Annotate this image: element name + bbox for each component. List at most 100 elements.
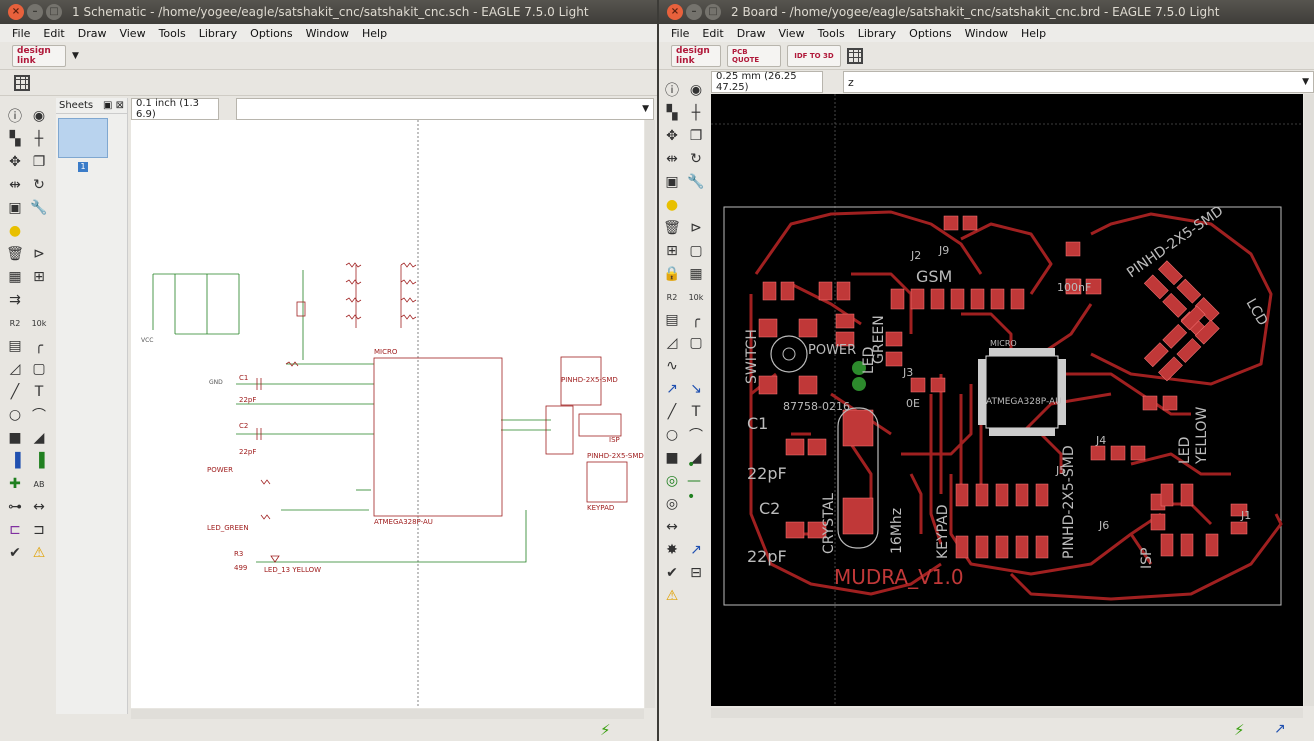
paint-icon[interactable]: ● [8,223,22,239]
close-sheets-icon[interactable]: ▣ ⊠ [102,100,124,111]
miter-icon[interactable]: ╭ [34,338,44,354]
polygon-icon[interactable]: ◢ [690,450,702,466]
mark-icon[interactable]: ┼ [34,131,44,147]
menu-library[interactable]: Library [857,26,897,40]
ripup-icon[interactable]: ↗ [666,381,678,397]
menu-help[interactable]: Help [361,26,388,40]
dimension-icon[interactable]: ↔ [666,519,678,535]
menu-window[interactable]: Window [305,26,349,40]
rect-icon[interactable]: ■ [665,450,679,466]
add-icon[interactable]: ⊳ [33,246,45,262]
dropdown-arrow-icon[interactable]: ▼ [72,50,79,61]
route-icon[interactable]: ∿ [666,358,678,374]
info-icon[interactable]: ⓘ [665,83,679,99]
attribute-icon[interactable]: ⊶ [8,499,22,515]
board-vscrollbar[interactable] [1304,94,1314,706]
rect-icon[interactable]: ■ [8,430,22,446]
mirror-icon[interactable]: ⇹ [9,177,21,193]
menu-draw[interactable]: Draw [77,26,107,40]
delete-icon[interactable]: 🗑 [663,220,681,236]
menu-tools[interactable]: Tools [158,26,186,40]
info-icon[interactable]: ⓘ [8,109,22,125]
menu-draw[interactable]: Draw [736,26,766,40]
arc-icon[interactable]: ⌒ [32,408,46,424]
arc-icon[interactable]: ⌒ [689,428,703,444]
command-input[interactable]: z ▼ [843,71,1314,93]
drc-icon[interactable]: ✔ [666,565,678,581]
bolt-icon[interactable]: ⚡ [600,721,611,739]
net-icon[interactable]: ▐ [33,453,45,469]
gateswap-icon[interactable]: ⇉ [9,292,21,308]
delete-icon[interactable]: 🗑 [6,246,24,262]
board-canvas[interactable]: GSM C1 22pF C2 22pF POWER 87758-0216 MIC… [711,94,1303,706]
layers-icon[interactable]: ▚ [9,131,21,147]
menu-edit[interactable]: Edit [702,26,724,40]
add-icon[interactable]: ⊳ [690,220,702,236]
autoroute-icon[interactable]: ↘ [690,381,702,397]
warning-icon[interactable]: ⚠ [32,545,46,561]
schematic-canvas[interactable]: MICRO ATMEGA328P-AU C1 22pF C2 22pF PINH… [131,120,644,708]
dimension-icon[interactable]: ↔ [33,499,45,515]
value-icon[interactable]: 10k [31,318,47,328]
frame-icon[interactable]: ⊏ [9,522,21,538]
line-icon[interactable]: ╱ [667,404,677,420]
bolt-icon[interactable]: ⚡ [1234,721,1245,739]
lock2-icon[interactable]: 🔒 [663,266,681,282]
auto-icon[interactable]: ↗ [690,542,702,558]
junction-icon[interactable]: ✚ [9,476,21,492]
rotate-icon[interactable]: ↻ [690,151,702,167]
move-icon[interactable]: ✥ [9,154,21,170]
split-icon[interactable]: ▤ [665,312,679,328]
menu-library[interactable]: Library [198,26,238,40]
split-icon[interactable]: ▤ [8,338,22,354]
sheet-thumbnail[interactable] [58,118,108,158]
via-icon[interactable]: ◎ [665,473,679,489]
eye-icon[interactable]: ◉ [689,82,703,98]
route-status-icon[interactable]: ↗ [1274,721,1286,737]
eye-icon[interactable]: ◉ [32,108,46,124]
menu-edit[interactable]: Edit [43,26,65,40]
menu-file[interactable]: File [671,26,690,40]
menu-tools[interactable]: Tools [817,26,845,40]
hole-icon[interactable]: ◎ [665,496,679,512]
line-icon[interactable]: ╱ [10,384,20,400]
menu-options[interactable]: Options [909,26,952,40]
label-icon[interactable]: AB [33,479,45,489]
sheet-number[interactable]: 1 [78,162,88,172]
ratsnest-icon[interactable]: ✸ [666,542,678,558]
replace-icon[interactable]: ⊞ [666,243,678,259]
minimize-button[interactable]: – [27,4,43,20]
bus-icon[interactable]: ▐ [9,453,21,469]
value-icon[interactable]: 10k [688,292,704,302]
module-icon[interactable]: ⊐ [33,522,45,538]
optimize-icon[interactable]: ◿ [666,335,678,351]
miter-icon[interactable]: ╭ [691,312,701,328]
name-icon[interactable]: R2 [9,318,21,328]
close-button[interactable]: × [8,4,24,20]
text-icon[interactable]: T [691,404,701,420]
move-icon[interactable]: ✥ [666,128,678,144]
replace-icon[interactable]: ⊞ [33,269,45,285]
menu-help[interactable]: Help [1020,26,1047,40]
pinswap-icon[interactable]: ▦ [8,269,22,285]
close-button[interactable]: × [667,4,683,20]
circle-icon[interactable]: ○ [8,407,22,423]
mark-icon[interactable]: ┼ [691,105,701,121]
design-link-button[interactable]: design link [671,44,721,67]
circle-icon[interactable]: ○ [665,427,679,443]
group-icon[interactable]: ▣ [8,200,22,216]
layers-icon[interactable]: ▚ [666,105,678,121]
smash-icon[interactable]: ▦ [689,266,703,282]
polygon-icon[interactable]: ◢ [33,430,45,446]
idf-button[interactable]: IDF TO 3D [787,44,841,67]
design-link-button[interactable]: design link [12,44,66,67]
schematic-vscrollbar[interactable] [645,120,655,708]
grid-icon[interactable] [847,47,863,64]
schematic-hscrollbar[interactable] [131,709,644,719]
copy-icon[interactable]: ❐ [32,154,46,170]
grid-icon[interactable] [14,74,30,91]
text-icon[interactable]: T [34,384,44,400]
errors-icon[interactable]: ⊟ [690,565,702,581]
name-icon[interactable]: R2 [666,292,678,302]
lock-icon[interactable]: ▢ [689,243,703,259]
